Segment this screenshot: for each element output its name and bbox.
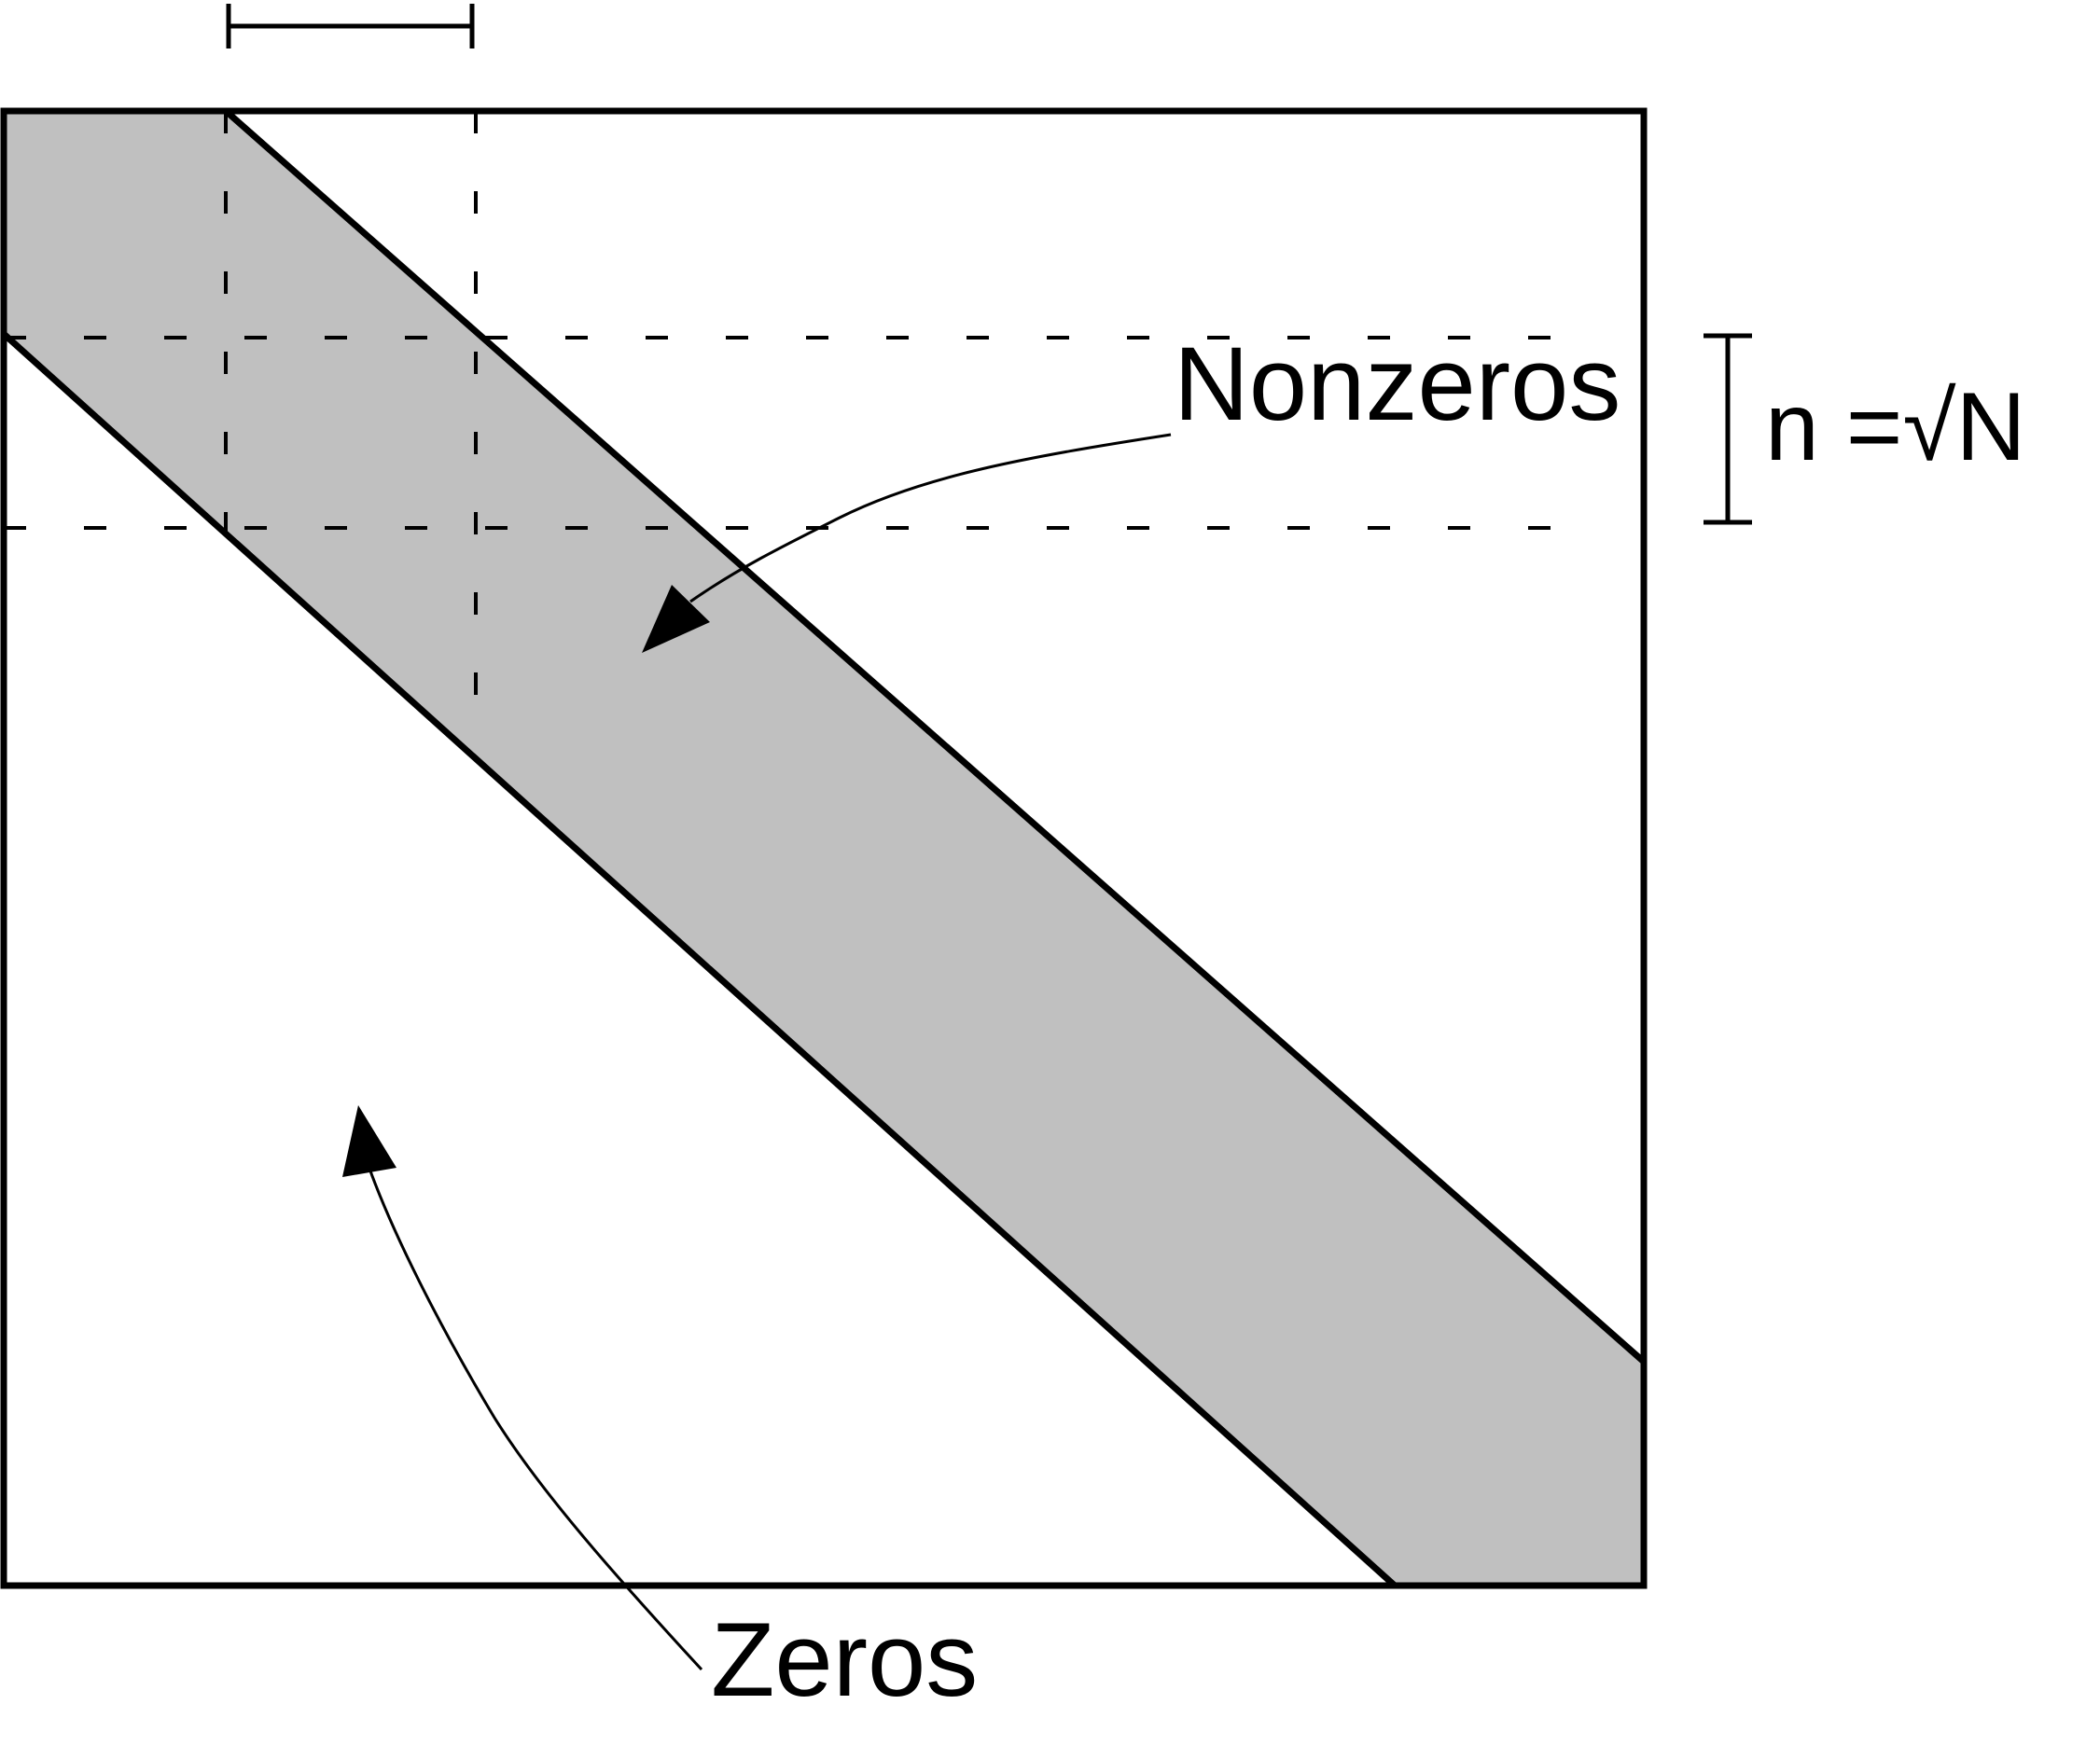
bandwidth-bracket — [226, 4, 475, 48]
nonzeros-arrowhead-icon — [642, 585, 710, 653]
zeros-arrowhead-icon — [342, 1105, 396, 1177]
nonzeros-leader-line — [689, 433, 1172, 603]
matrix-outline — [0, 107, 1648, 1589]
block-size-label: n =√N — [1765, 373, 2026, 481]
dashed-grid-lines — [4, 111, 1567, 700]
zeros-leader-line — [367, 1165, 703, 1671]
band-boundaries — [1, 108, 1647, 1588]
band-upper-boundary — [223, 108, 1647, 1365]
band-lower-boundary — [1, 331, 1398, 1588]
nonzeros-label: Nonzeros — [1174, 326, 1620, 442]
zeros-label: Zeros — [711, 1601, 978, 1718]
block-size-bracket — [1704, 333, 1752, 525]
nonzero-band — [4, 111, 1644, 1586]
